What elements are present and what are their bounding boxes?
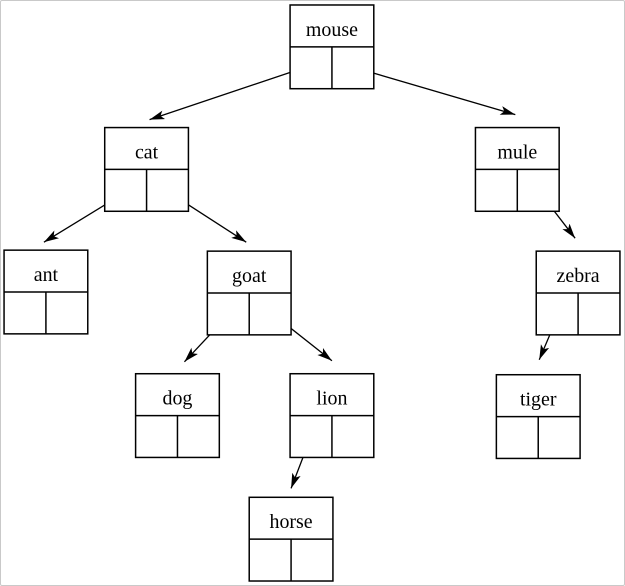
tree-node-cat: cat [103, 126, 190, 213]
node-label-cat: cat [135, 141, 159, 163]
tree-node-horse: horse [248, 496, 334, 582]
pointer-arrow-mouse-right-to-mule [351, 66, 516, 116]
node-label-mule: mule [497, 141, 537, 163]
node-label-zebra: zebra [557, 265, 600, 287]
tree-node-lion: lion [289, 372, 375, 459]
node-label-horse: horse [269, 511, 312, 533]
node-label-goat: goat [232, 265, 267, 287]
tree-node-zebra: zebra [535, 250, 621, 336]
node-label-mouse: mouse [306, 19, 358, 41]
node-label-ant: ant [34, 264, 59, 286]
node-label-lion: lion [316, 388, 347, 410]
tree-node-mule: mule [474, 126, 560, 213]
node-label-dog: dog [163, 388, 193, 410]
pointer-arrow-mouse-left-to-cat [149, 64, 314, 121]
tree-node-ant: ant [3, 249, 89, 335]
tree-node-mouse: mouse [289, 4, 375, 90]
tree-node-tiger: tiger [495, 373, 581, 460]
tree-node-dog: dog [134, 372, 221, 459]
tree-node-goat: goat [206, 250, 292, 336]
nodes-layer: mouse cat mule ant goat zebra dog lion tiger hors… [3, 4, 621, 582]
node-label-tiger: tiger [520, 389, 557, 411]
